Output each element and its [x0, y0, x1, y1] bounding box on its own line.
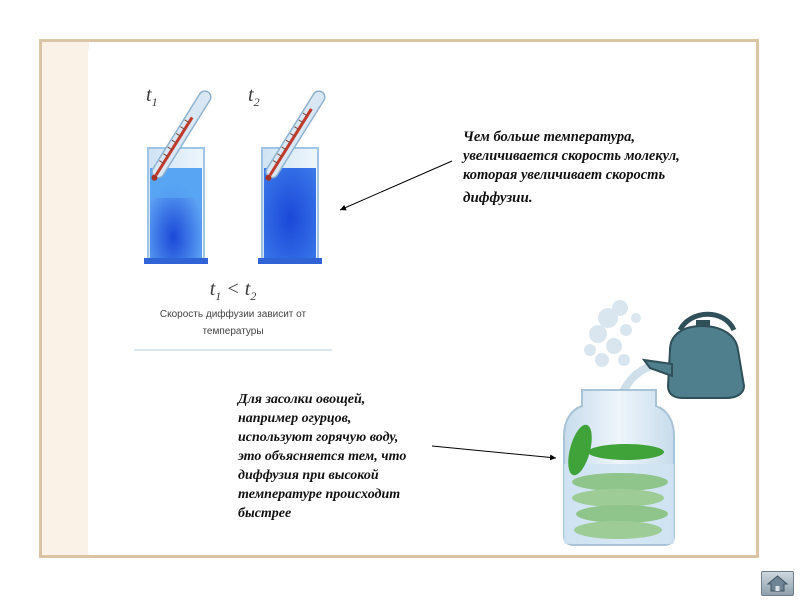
callout-bottom-line-4: это объясняется тем, что	[238, 449, 407, 464]
t2-sub: 2	[253, 95, 260, 109]
pickling-jar-illustration	[563, 300, 746, 546]
callout-top-line-2: увеличивается скорость молекул,	[463, 148, 680, 164]
callout-bottom-line-1: Для засолки овощей,	[238, 392, 366, 407]
callout-bottom-line-5: диффузия при высокой	[238, 468, 379, 483]
thermometer-icon	[265, 90, 326, 181]
thermometer-icon	[151, 90, 212, 181]
home-icon	[766, 575, 789, 592]
caption-line-2: температуры	[202, 326, 264, 337]
caption-line-1: Скорость диффузии зависит от	[159, 309, 307, 320]
figure-divider	[134, 349, 332, 351]
comparison-right: t	[244, 278, 251, 300]
t1-base: t	[146, 84, 152, 106]
callout-bottom-line-7: быстрее	[238, 506, 292, 521]
callout-bottom-line-6: температуре происходит	[238, 487, 401, 502]
callout-top-line-4: диффузии.	[463, 190, 533, 206]
steam	[584, 300, 641, 367]
callout-temperature: Чем больше температура, увеличивается ск…	[463, 128, 733, 208]
callout-pickling: Для засолки овощей, например огурцов, ис…	[238, 390, 438, 523]
callout-top-line-3: которая увеличивает скорость	[463, 167, 666, 183]
t2-base: t	[248, 84, 254, 106]
arrow-to-jar	[431, 445, 557, 461]
arrow-to-beakers	[339, 160, 453, 211]
temperature-comparison: t1 < t2	[134, 278, 332, 304]
t2-label: t2	[248, 84, 260, 110]
figure-caption: Скорость диффузии зависит от температуры	[144, 306, 322, 340]
beakers-drawing	[144, 90, 326, 264]
t1-label: t1	[146, 84, 158, 110]
beaker-right	[258, 147, 322, 264]
diffusion-figure: t1 t2	[134, 70, 332, 352]
comparison-right-sub: 2	[250, 289, 257, 303]
cucumbers	[568, 424, 668, 539]
callout-bottom-line-3: используют горячую воду,	[238, 430, 399, 445]
home-button[interactable]	[761, 571, 794, 596]
kettle-icon	[641, 311, 746, 399]
comparison-operator: <	[221, 278, 245, 300]
comparison-left: t	[209, 278, 216, 300]
callout-bottom-line-2: например огурцов,	[238, 411, 352, 426]
callout-top-line-1: Чем больше температура,	[463, 129, 636, 145]
comparison-left-sub: 1	[215, 289, 222, 303]
t1-sub: 1	[151, 95, 158, 109]
